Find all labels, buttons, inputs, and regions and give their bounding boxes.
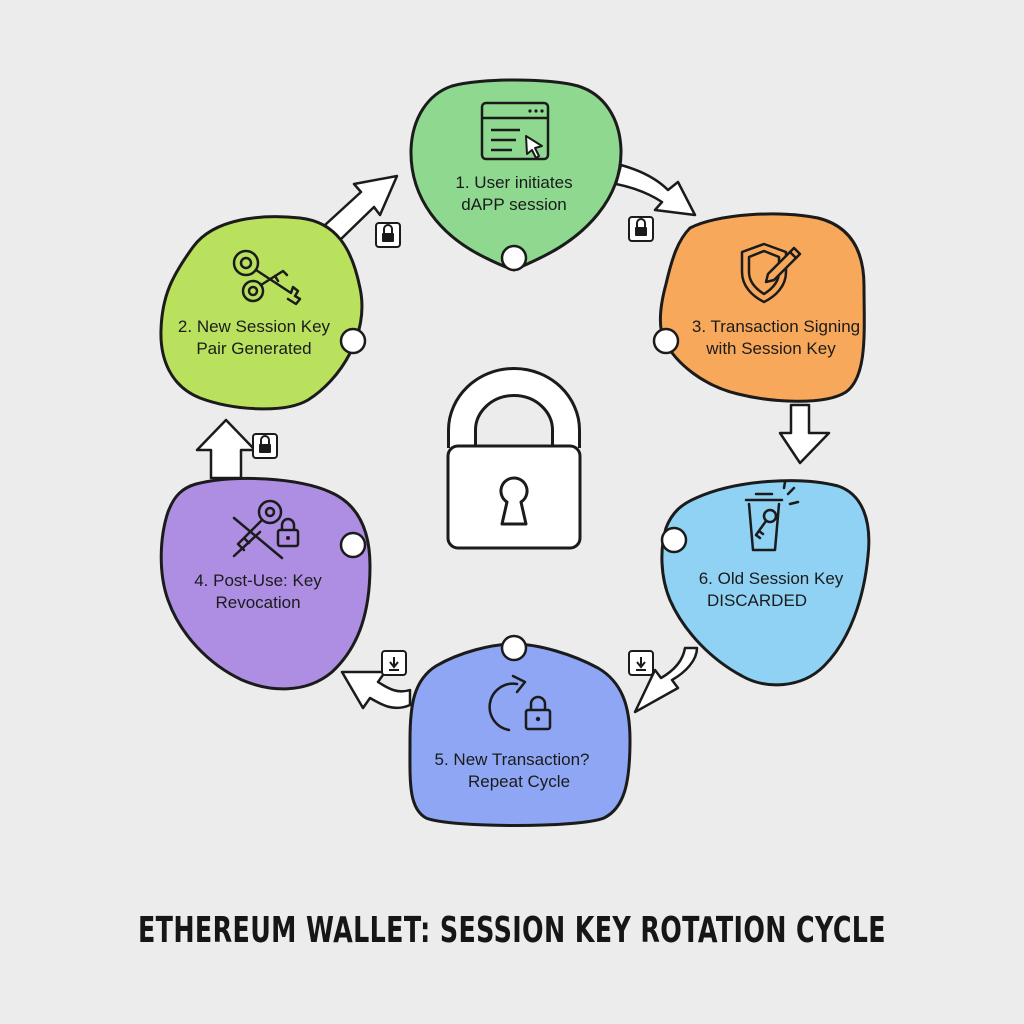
step-6-label-line2: DISCARDED xyxy=(707,591,807,610)
connector-download-badge-6-5 xyxy=(628,650,654,676)
step-4-port[interactable] xyxy=(339,531,367,559)
connector-4-to-2 xyxy=(195,418,257,480)
step-5-shape xyxy=(408,642,632,827)
padlock-icon xyxy=(446,366,582,550)
step-2-shape xyxy=(159,215,364,411)
step-2-node[interactable]: 2. New Session Key Pair Generated xyxy=(159,215,367,411)
padlock-keyhole xyxy=(499,476,529,526)
step-2-label-line2: Pair Generated xyxy=(196,339,311,358)
step-1-shape xyxy=(409,78,623,272)
step-5-port[interactable] xyxy=(500,634,528,662)
step-1-port[interactable] xyxy=(500,244,528,272)
step-3-label-line1: 3. Transaction Signing xyxy=(692,317,860,336)
step-1-label-line1: 1. User initiates xyxy=(455,173,572,192)
connector-lock-badge-4-2 xyxy=(252,433,278,459)
connector-2-to-1 xyxy=(323,174,399,242)
step-6-label-line1: 6. Old Session Key xyxy=(699,569,844,588)
arrow-6-to-5 xyxy=(633,646,699,714)
step-5-node[interactable]: 5. New Transaction? Repeat Cycle xyxy=(408,634,632,827)
connector-download-badge-5-4 xyxy=(381,650,407,676)
step-3-shape xyxy=(658,212,866,403)
step-6-shape xyxy=(660,479,871,687)
refresh-lock-icon xyxy=(488,674,552,732)
crossed-key-lock-icon xyxy=(232,499,300,560)
step-3-port[interactable] xyxy=(652,327,680,355)
connector-5-to-4 xyxy=(340,670,412,710)
padlock-body xyxy=(446,444,582,550)
arrow-1-to-3 xyxy=(614,163,697,217)
step-3-label-line2: with Session Key xyxy=(705,339,836,358)
step-1-label-line2: dAPP session xyxy=(461,195,567,214)
arrow-5-to-4 xyxy=(340,670,412,710)
step-4-shape xyxy=(159,477,372,691)
step-5-label-line1: 5. New Transaction? xyxy=(435,750,590,769)
step-6-node[interactable]: 6. Old Session Key DISCARDED xyxy=(660,479,871,687)
step-2-port[interactable] xyxy=(339,327,367,355)
step-4-node[interactable]: 4. Post-Use: Key Revocation xyxy=(159,477,372,691)
connector-lock-badge-2-1 xyxy=(375,222,401,248)
connector-1-to-3 xyxy=(614,163,697,217)
step-3-node[interactable]: 3. Transaction Signing with Session Key xyxy=(652,212,866,403)
trash-key-icon xyxy=(744,480,800,552)
step-4-label-line1: 4. Post-Use: Key xyxy=(194,571,322,590)
step-4-label-line2: Revocation xyxy=(215,593,300,612)
arrow-3-to-6 xyxy=(778,403,831,465)
padlock-shackle-inner xyxy=(450,369,578,448)
arrow-2-to-1 xyxy=(323,174,399,242)
connector-3-to-6 xyxy=(778,403,831,465)
step-6-port[interactable] xyxy=(660,526,688,554)
key-pair-icon xyxy=(232,249,302,306)
step-1-node[interactable]: 1. User initiates dAPP session xyxy=(409,78,623,272)
arrow-4-to-2 xyxy=(195,418,257,480)
browser-window-cursor-icon xyxy=(480,101,550,161)
step-2-label-line1: 2. New Session Key xyxy=(178,317,331,336)
connector-lock-badge-1-3 xyxy=(628,216,654,242)
step-5-label-line2: Repeat Cycle xyxy=(468,772,570,791)
connector-6-to-5 xyxy=(633,646,699,714)
diagram-title: ETHEREUM WALLET: SESSION KEY ROTATION CY… xyxy=(138,910,886,951)
shield-pen-icon xyxy=(740,242,802,304)
